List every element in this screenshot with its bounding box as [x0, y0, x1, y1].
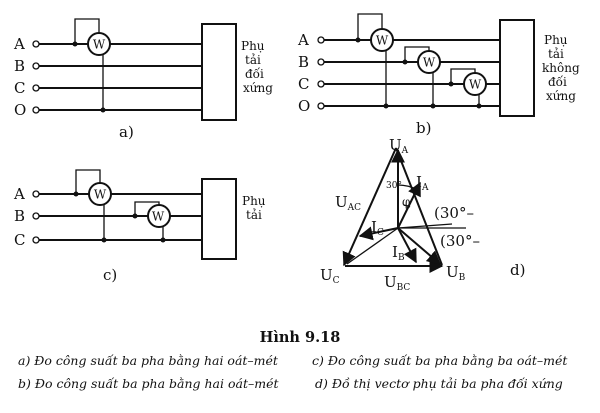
panel-a-label: a) [119, 123, 134, 141]
terminal-b [32, 212, 40, 220]
voltage-coil-loop-3 [450, 68, 476, 84]
voltage-coil-loop-2 [404, 46, 430, 62]
load-label-line-4: xứng [243, 81, 273, 95]
load-label-line-3: đối [245, 66, 264, 81]
vector-ia [397, 181, 421, 229]
vector-uc [346, 227, 399, 265]
panel-c-circuit: A B C W W Phụ tải c) [13, 169, 266, 284]
terminal-a-label: A [13, 185, 25, 203]
wattmeter-1-label: W [376, 34, 389, 48]
terminal-b-label: B [298, 53, 309, 71]
load-label-line-2: tải [246, 208, 262, 222]
label-ua: UA [389, 136, 409, 156]
load-label-line-3: không [542, 61, 580, 75]
caption-b: b) Đo công suất ba pha bằng hai oát–mét [18, 376, 279, 391]
junction-dot [402, 59, 408, 65]
terminal-a-label: A [297, 31, 309, 49]
junction-dot [132, 213, 138, 219]
load-label-line-2: tải [548, 47, 564, 61]
voltage-coil-loop-1 [357, 13, 383, 40]
wattmeter-2-label: W [423, 56, 436, 70]
terminal-c [317, 80, 325, 88]
angle-arc-phi [403, 204, 411, 208]
voltage-coil-loop-2 [134, 201, 160, 216]
caption-d: d) Đồ thị vectơ phụ tải ba pha đối xứng [315, 376, 563, 391]
terminal-o [32, 106, 40, 114]
terminal-o-label: O [298, 97, 310, 115]
vector-ib [397, 227, 417, 264]
load-box [499, 19, 535, 117]
label-uac: UAC [335, 193, 361, 213]
caption-a: a) Đo công suất ba pha bằng hai oát–mét [18, 353, 279, 368]
terminal-a [32, 40, 40, 48]
junction-dot [72, 41, 78, 47]
panel-d-label: d) [510, 261, 525, 279]
load-label-line-1: Phụ [241, 39, 265, 53]
panel-c-label: c) [103, 266, 117, 284]
terminal-c-label: C [14, 231, 25, 249]
note-2: (30°– [440, 232, 480, 250]
load-box [201, 178, 237, 260]
junction-dot [73, 191, 79, 197]
load-box [201, 23, 237, 121]
figure-caption: Hình 9.18 a) Đo công suất ba pha bằng ha… [18, 329, 568, 391]
panel-b-circuit: A B C O W W W [297, 13, 580, 137]
label-angle-30: 30° [386, 181, 402, 191]
load-label-line-1: Phụ [242, 194, 266, 208]
load-label-line-4: đối [548, 74, 567, 89]
terminal-c-label: C [14, 79, 25, 97]
label-ia: IA [416, 173, 429, 193]
terminal-a [317, 36, 325, 44]
wattmeter-1-label: W [94, 188, 107, 202]
terminal-b-label: B [14, 207, 25, 225]
terminal-a [32, 190, 40, 198]
wattmeter-3-label: W [469, 78, 482, 92]
junction-dot [448, 81, 454, 87]
terminal-b [32, 62, 40, 70]
caption-c: c) Đo công suất ba pha bằng ba oát–mét [312, 353, 568, 368]
label-ib: IB [392, 243, 405, 263]
load-label-line-2: tải [245, 53, 261, 67]
terminal-c [32, 236, 40, 244]
figure-title: Hình 9.18 [260, 329, 341, 346]
terminal-a-label: A [13, 35, 25, 53]
reference-line-2 [397, 223, 453, 229]
panel-b-label: b) [416, 119, 431, 137]
load-label-line-1: Phụ [544, 33, 568, 47]
note-1: (30°– [434, 204, 474, 222]
label-ubc: UBC [384, 273, 410, 293]
label-uc: UC [320, 266, 340, 286]
voltage-coil-loop-1 [75, 169, 101, 194]
vector-uac [342, 147, 397, 267]
vector-ic [358, 226, 399, 241]
label-phi: φ [402, 195, 410, 209]
side-ab [395, 147, 443, 266]
panel-a-circuit: A B C O W Phụ tải đối xứng a) [13, 18, 273, 141]
panel-d-phasor-diagram: UA UAC UC UBC UB IA IC IB 30° φ (30°– (3… [320, 136, 525, 293]
junction-dot [355, 37, 361, 43]
label-ic: IC [371, 218, 384, 238]
load-label-line-5: xứng [546, 89, 576, 103]
terminal-o-label: O [14, 101, 26, 119]
terminal-o [317, 102, 325, 110]
terminal-b [317, 58, 325, 66]
junction-dot [100, 107, 106, 113]
terminal-b-label: B [14, 57, 25, 75]
voltage-coil-loop [74, 18, 100, 44]
wattmeter-2-label: W [152, 210, 165, 224]
terminal-c [32, 84, 40, 92]
vector-ub [397, 227, 442, 265]
angle-arc-30 [397, 184, 419, 191]
wattmeter-label: W [93, 38, 106, 52]
terminal-c-label: C [298, 75, 309, 93]
label-ub: UB [446, 263, 466, 283]
